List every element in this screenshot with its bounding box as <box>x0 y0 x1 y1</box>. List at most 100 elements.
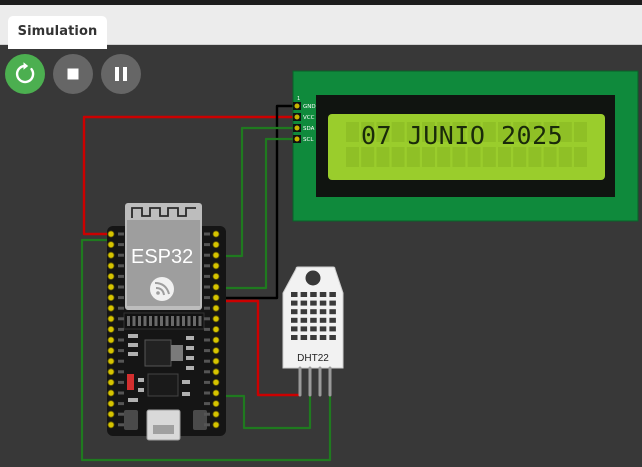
esp32-pin-right[interactable] <box>212 347 220 355</box>
wire-vcc-lcd[interactable] <box>82 115 296 236</box>
esp32-antenna <box>131 207 196 218</box>
esp32-pin-left[interactable] <box>107 283 115 291</box>
esp32-castellation <box>160 316 163 326</box>
lcd-pin-pad <box>294 125 300 131</box>
dht22-vent-slot <box>319 292 327 297</box>
esp32-pin-right[interactable] <box>212 304 220 312</box>
esp32-pin-left[interactable] <box>107 304 115 312</box>
esp32-pin-silk <box>204 274 210 278</box>
wire-gnd-dht22[interactable] <box>80 238 332 462</box>
lcd-pin-label: VCC <box>303 115 315 121</box>
esp32-pin-right[interactable] <box>212 294 220 302</box>
esp32-pin-left[interactable] <box>107 251 115 259</box>
esp32-pin-right[interactable] <box>212 283 220 291</box>
esp32-pin-left[interactable] <box>107 410 115 418</box>
wire-gnd-lcd[interactable] <box>216 104 296 300</box>
esp32-pin-silk <box>118 359 124 363</box>
esp32-pin-right[interactable] <box>212 336 220 344</box>
esp32-pin-left[interactable] <box>107 230 115 238</box>
esp32-pin-left[interactable] <box>107 400 115 408</box>
esp32-pin-left[interactable] <box>107 368 115 376</box>
lcd-cell <box>528 122 542 142</box>
esp32-pin-right[interactable] <box>212 262 220 270</box>
esp32-castellation <box>132 316 136 326</box>
lcd-cell <box>467 147 481 167</box>
lcd-cell <box>437 147 451 167</box>
lcd-cell <box>452 147 466 167</box>
lcd-pin-pad <box>294 136 300 142</box>
dht22-sensor[interactable]: DHT22 <box>282 266 344 397</box>
esp32-pin-silk <box>118 423 124 427</box>
lcd-cell <box>543 122 557 142</box>
esp32-pin-right[interactable] <box>212 389 220 397</box>
esp32-pin-silk <box>118 370 124 374</box>
stop-button[interactable] <box>53 54 93 94</box>
esp32-module-castellations <box>127 316 202 326</box>
restart-icon <box>15 62 35 84</box>
esp32-pin-left[interactable] <box>107 389 115 397</box>
esp32-pin-left[interactable] <box>107 336 115 344</box>
esp32-castellation <box>127 316 130 326</box>
esp32-pin-silk <box>118 243 124 247</box>
wire-sda[interactable] <box>216 126 296 258</box>
wire-vcc-dht22[interactable] <box>216 299 300 397</box>
esp32-pin-left[interactable] <box>107 325 115 333</box>
lcd-cell <box>467 122 481 142</box>
esp32-pin-right[interactable] <box>212 368 220 376</box>
esp32-pin-silk <box>204 253 210 257</box>
esp32-pin-left[interactable] <box>107 262 115 270</box>
dht22-vent-slot <box>300 317 308 323</box>
lcd-cell <box>361 147 375 167</box>
esp32-pin-silk <box>204 327 210 331</box>
restart-button[interactable] <box>5 54 45 94</box>
lcd-cell <box>391 122 405 142</box>
esp32-pin-silk <box>204 317 210 321</box>
esp32-pin-right[interactable] <box>212 230 220 238</box>
esp32-pin-right[interactable] <box>212 325 220 333</box>
dht22-label: DHT22 <box>297 353 329 364</box>
esp32-pin-right[interactable] <box>212 315 220 323</box>
esp32-pin-left[interactable] <box>107 378 115 386</box>
esp32-pin-right[interactable] <box>212 400 220 408</box>
esp32-pin-right[interactable] <box>212 241 220 249</box>
esp32-pin-left[interactable] <box>107 347 115 355</box>
esp32-pin-left[interactable] <box>107 272 115 280</box>
pause-icon <box>115 67 127 81</box>
lcd-cell <box>376 122 390 142</box>
esp32-pin-left[interactable] <box>107 357 115 365</box>
esp32-pin-right[interactable] <box>212 357 220 365</box>
esp32-pin-silk <box>204 391 210 395</box>
esp32-pin-silk <box>118 391 124 395</box>
esp32-pin-right[interactable] <box>212 378 220 386</box>
esp32-en-button[interactable] <box>124 410 138 430</box>
esp32-pin-right[interactable] <box>212 421 220 429</box>
esp32-pin-left[interactable] <box>107 294 115 302</box>
dht22-vent-slot <box>291 317 298 323</box>
dht22-vent-slot <box>329 292 336 297</box>
esp32-boot-button[interactable] <box>193 410 207 430</box>
esp32-pin-left[interactable] <box>107 315 115 323</box>
wire-data-dht22[interactable] <box>216 394 312 430</box>
esp32-pin-right[interactable] <box>212 410 220 418</box>
tab-simulation[interactable]: Simulation <box>8 16 107 49</box>
pause-button[interactable] <box>101 54 141 94</box>
esp32-pin-silk <box>118 274 124 278</box>
dht22-pins <box>298 366 332 397</box>
esp32-pin-silk <box>118 402 124 406</box>
tab-bar: Simulation <box>0 5 642 49</box>
esp32-pin-left[interactable] <box>107 241 115 249</box>
esp32-pin-left[interactable] <box>107 421 115 429</box>
tab-simulation-label: Simulation <box>17 24 98 39</box>
wire-scl[interactable] <box>216 137 296 290</box>
esp32-pin-silk <box>204 359 210 363</box>
dht22-vent-slot <box>329 309 336 315</box>
lcd-cell <box>558 122 572 142</box>
esp32-pin-silk <box>118 327 124 331</box>
esp32-pin-right[interactable] <box>212 251 220 259</box>
esp32-smd-part <box>128 398 138 402</box>
esp32-board[interactable]: ESP32 <box>107 203 226 441</box>
esp32-pin-right[interactable] <box>212 272 220 280</box>
esp32-pin-silk <box>204 306 210 310</box>
